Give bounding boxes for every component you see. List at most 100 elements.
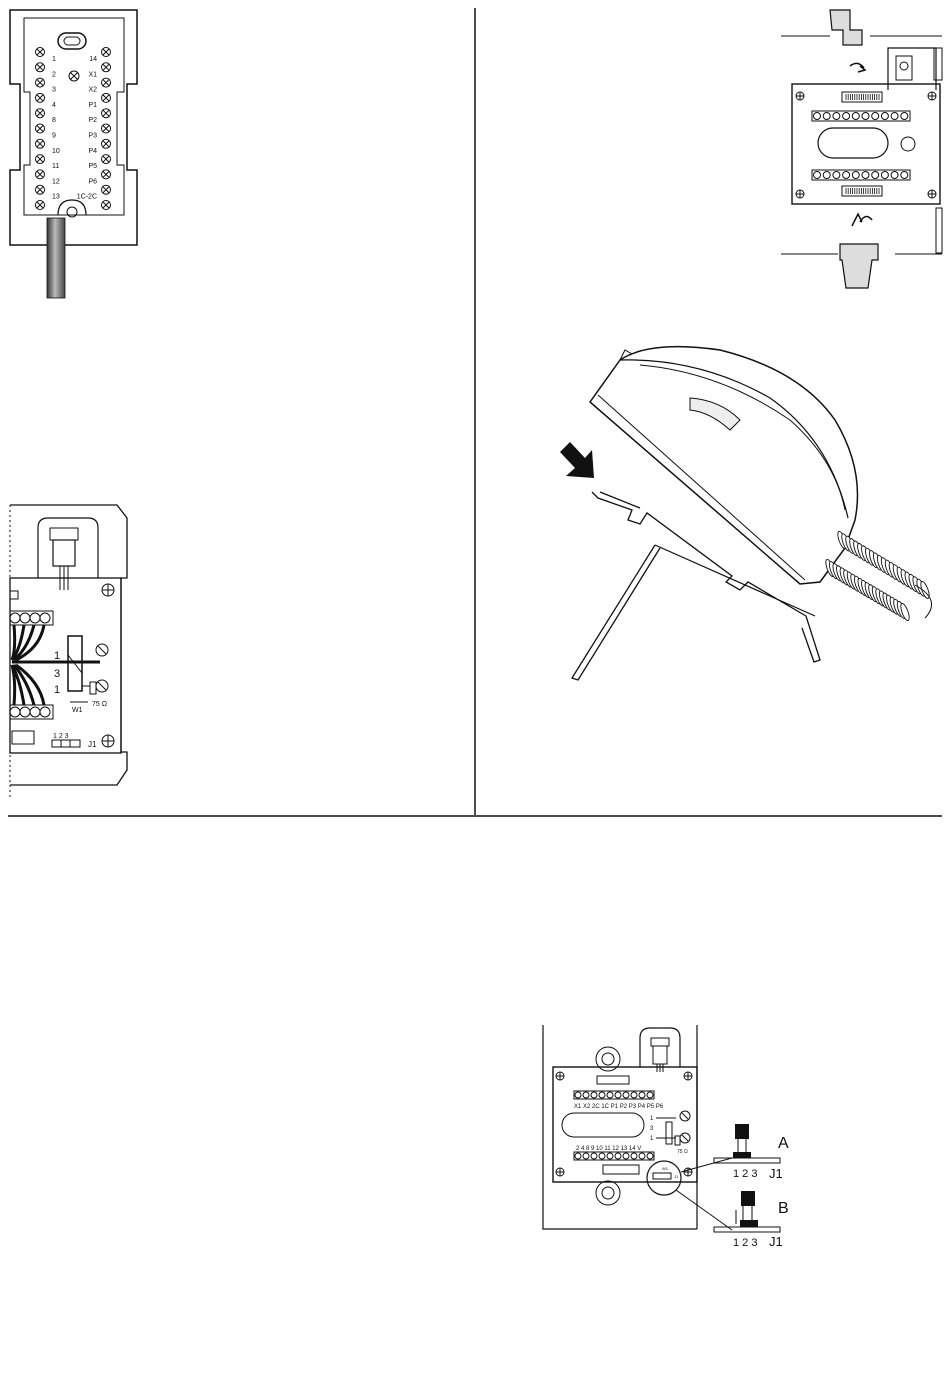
screw-icon [102, 155, 111, 164]
terminal-left-label: 3 [52, 87, 56, 94]
terminal-pin [599, 1153, 605, 1159]
pcb-side-label: 1 [54, 684, 60, 696]
terminal-pin [833, 113, 840, 120]
terminal-pin [891, 113, 898, 120]
jumper-name: J1 [88, 740, 97, 749]
screw-icon [102, 201, 111, 210]
screw-icon [102, 124, 111, 133]
terminal-pin [862, 113, 869, 120]
screw-icon [36, 48, 45, 57]
screw-icon [36, 170, 45, 179]
screw-icon [102, 48, 111, 57]
terminal-pin [639, 1153, 645, 1159]
terminal-right-label: P4 [88, 148, 97, 155]
terminal-pin [599, 1092, 605, 1098]
terminal-pin [591, 1153, 597, 1159]
screw-icon [36, 93, 45, 102]
terminal-pin [881, 172, 888, 179]
terminal-pin [591, 1092, 597, 1098]
handset-mounting-figure [560, 347, 932, 680]
terminal-right-label: P3 [88, 133, 97, 140]
terminal-pin [833, 172, 840, 179]
terminal-right-label: 14 [89, 56, 97, 63]
screw-icon [36, 185, 45, 194]
terminal-left-label: 2 [52, 71, 56, 78]
bottom-row-label: 2 4 8 9 10 11 12 13 14 V [576, 1146, 641, 1152]
bottom-side-label: 3 [650, 1126, 654, 1132]
bottom-resistor-label: 75 Ω [677, 1149, 688, 1155]
terminal-pin [615, 1092, 621, 1098]
jumper-a-pins: 1 2 3 [733, 1168, 757, 1180]
terminal-pin [623, 1092, 629, 1098]
terminal-pin [872, 113, 879, 120]
terminal-pin [852, 172, 859, 179]
terminal-pin [631, 1153, 637, 1159]
bottom-side-label: 1 [650, 1116, 654, 1122]
terminal-pin [583, 1153, 589, 1159]
terminal-left-label: 4 [52, 102, 56, 109]
screw-icon [102, 170, 111, 179]
terminal-left-label: 9 [52, 133, 56, 140]
screw-icon [36, 201, 45, 210]
arrow-down-icon [560, 442, 594, 478]
w1-small: W1 [662, 1166, 669, 1171]
terminal-pin [852, 113, 859, 120]
terminal-pin [872, 172, 879, 179]
jumper-b-letter: B [778, 1200, 789, 1217]
terminal-right-label: X1 [88, 71, 97, 78]
screw-icon [102, 78, 111, 87]
terminal-pin [607, 1092, 613, 1098]
module-mounting-figure [781, 10, 942, 288]
terminal-pin [20, 707, 30, 717]
terminal-pin [823, 172, 830, 179]
terminal-pin [30, 707, 40, 717]
screw-icon [36, 109, 45, 118]
terminal-pin [575, 1153, 581, 1159]
terminal-pin [615, 1153, 621, 1159]
screw-icon [36, 78, 45, 87]
terminal-left-label: 8 [52, 117, 56, 124]
jumper-a-letter: A [778, 1135, 789, 1152]
screw-icon [102, 93, 111, 102]
terminal-left-label: 13 [52, 194, 60, 201]
terminal-pin [901, 113, 908, 120]
terminal-pin [575, 1092, 581, 1098]
terminal-pin [647, 1092, 653, 1098]
cable [47, 218, 65, 298]
pcb-detail-figure: 1 3 1 W1 75 Ω 1 2 3 J1 [10, 505, 127, 800]
terminal-pin [623, 1153, 629, 1159]
screw-icon [36, 124, 45, 133]
terminal-pin [814, 172, 821, 179]
screw-icon [102, 109, 111, 118]
pins-label: 1 2 3 [53, 733, 69, 740]
screw-icon [36, 63, 45, 72]
terminal-pin [583, 1092, 589, 1098]
terminal-pin [30, 613, 40, 623]
terminal-right-label: P5 [88, 163, 97, 170]
pcb-side-label: 1 [54, 650, 60, 662]
terminal-pin [607, 1153, 613, 1159]
screw-icon [36, 139, 45, 148]
screw-icon [102, 185, 111, 194]
screw-icon [102, 139, 111, 148]
terminal-left-label: 10 [52, 148, 60, 155]
jumper-b-name: J1 [769, 1234, 783, 1249]
top-row-label: X1 X2 2C 1C P1 P2 P3 P4 P5 P6 [574, 1104, 664, 1110]
terminal-right-label: P1 [88, 102, 97, 109]
terminal-pin [843, 113, 850, 120]
terminal-pin [901, 172, 908, 179]
terminal-pin [40, 707, 50, 717]
terminal-left-label: 1 [52, 56, 56, 63]
terminal-pin [40, 613, 50, 623]
j1-small: J1 [674, 1174, 679, 1179]
terminal-pin [891, 172, 898, 179]
bottom-side-label: 1 [650, 1136, 654, 1142]
terminal-pin [814, 113, 821, 120]
screw-icon [102, 63, 111, 72]
terminal-left-label: 12 [52, 178, 60, 185]
terminal-pin [20, 613, 30, 623]
terminal-left-label: 11 [52, 163, 59, 170]
terminal-pin [10, 707, 20, 717]
